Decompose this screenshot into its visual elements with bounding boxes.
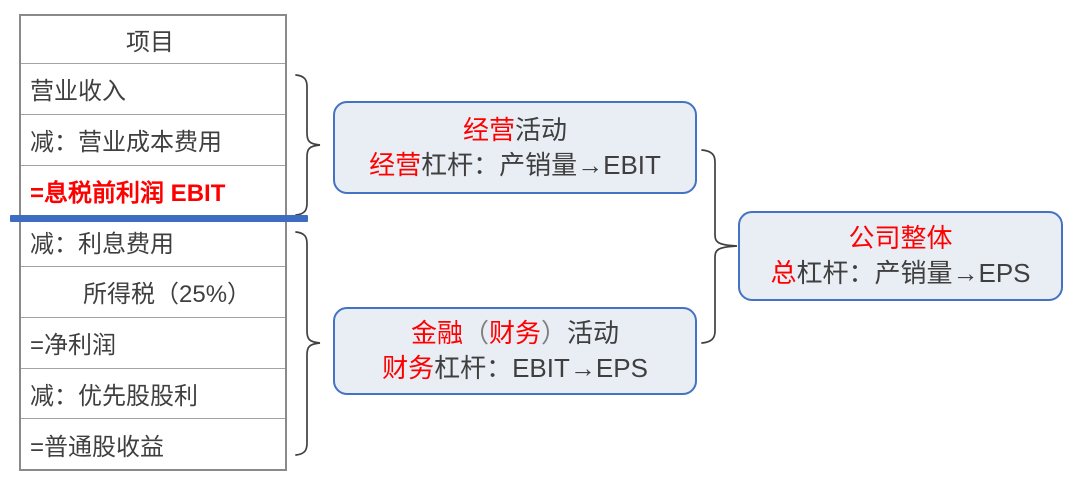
table-row-preferred-dividends: 减：优先股股利 <box>21 369 285 420</box>
financial-leverage-formula: 财务杠杆：EBIT→EPS <box>382 353 648 383</box>
table-row-operating-costs: 减：营业成本费用 <box>21 115 285 166</box>
table-row-common-earnings: =普通股收益 <box>30 433 165 461</box>
financial-activities-box: 金融（财务）活动 财务杠杆：EBIT→EPS <box>333 307 697 395</box>
table-header-items: 项目 <box>21 16 285 64</box>
financial-box-title: 金融（财务）活动 <box>410 318 620 348</box>
brace-financial-rows <box>295 231 321 456</box>
total-leverage-formula: 总杠杆：产销量→EPS <box>770 258 1031 288</box>
table-row-operating-revenue: 营业收入 <box>21 64 285 115</box>
table-row-net-profit: =净利润 <box>21 318 285 369</box>
table-row-interest-expense: 减：利息费用 <box>21 216 285 267</box>
overall-box-title: 公司整体 <box>848 223 953 253</box>
brace-boxes-to-overall <box>701 149 738 344</box>
ebit-divider-line <box>10 215 308 222</box>
table-row-income-tax: 所得税（25%） <box>21 267 285 318</box>
company-overall-box: 公司整体 总杠杆：产销量→EPS <box>738 211 1063 301</box>
brace-operating-rows <box>295 74 321 216</box>
operating-leverage-formula: 经营杠杆：产销量→EBIT <box>369 149 661 180</box>
operating-activities-box: 经营活动 经营杠杆：产销量→EBIT <box>333 101 697 194</box>
income-statement-table: 项目 营业收入 减：营业成本费用 =息税前利润 EBIT 减：利息费用 所得税（… <box>19 14 287 471</box>
operating-box-title: 经营活动 <box>462 114 568 145</box>
